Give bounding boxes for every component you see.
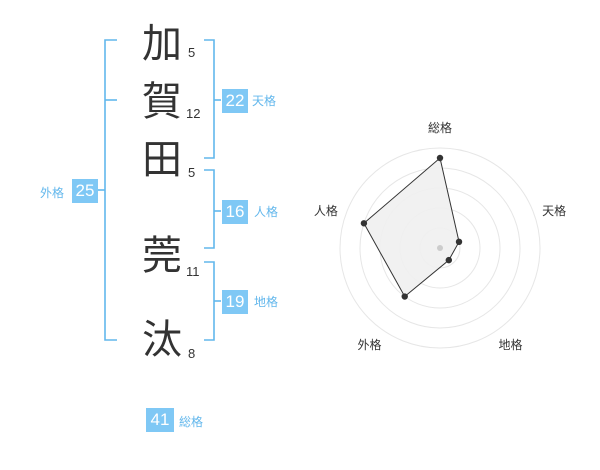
name-char-3: 田 <box>142 137 182 183</box>
name-char-1: 加 <box>142 21 182 67</box>
stroke-count-5: 8 <box>188 346 196 361</box>
chikaku-bracket <box>204 261 215 341</box>
name-char-5: 汰 <box>142 317 182 363</box>
stroke-count-2: 12 <box>186 106 201 121</box>
radar-data-polygon <box>363 157 460 298</box>
chikaku-label: 地格 <box>254 295 279 309</box>
tenkaku-label: 天格 <box>252 94 277 108</box>
radar-point-1 <box>436 154 444 162</box>
tenkaku-value: 22 <box>222 89 248 113</box>
radar-point-5 <box>360 220 368 227</box>
radar-axis-label-2: 天格 <box>542 203 566 218</box>
stroke-count-1: 5 <box>188 45 196 60</box>
radar-axis-label-4: 外格 <box>357 337 381 352</box>
bracket-lines <box>98 39 221 341</box>
tenkaku-bracket <box>204 39 215 159</box>
radar-center-dot <box>437 245 443 251</box>
soukaku-label: 総格 <box>179 415 204 429</box>
chikaku-value: 19 <box>222 290 248 314</box>
radar-axis-label-3: 地格 <box>499 337 523 352</box>
radar-point-4 <box>401 293 408 300</box>
gaikaku-label: 外格 <box>40 186 65 200</box>
radar-ring <box>339 147 541 349</box>
radar-point-3 <box>445 256 453 264</box>
jinkaku-label: 人格 <box>254 205 279 219</box>
radar-data-points <box>360 154 463 300</box>
radar-axis-label-1: 総格 <box>428 120 452 135</box>
radar-point-2 <box>455 238 463 246</box>
stroke-count-3: 5 <box>188 165 196 180</box>
gaikaku-bracket <box>104 39 117 341</box>
jinkaku-bracket <box>204 169 215 249</box>
soukaku-value: 41 <box>146 408 174 432</box>
radar-axis-label-5: 人格 <box>314 203 338 218</box>
gaikaku-value: 25 <box>72 179 98 203</box>
name-char-2: 賀 <box>142 79 182 125</box>
name-char-4: 莞 <box>142 233 182 279</box>
stroke-count-4: 11 <box>186 264 200 279</box>
jinkaku-value: 16 <box>222 200 248 224</box>
